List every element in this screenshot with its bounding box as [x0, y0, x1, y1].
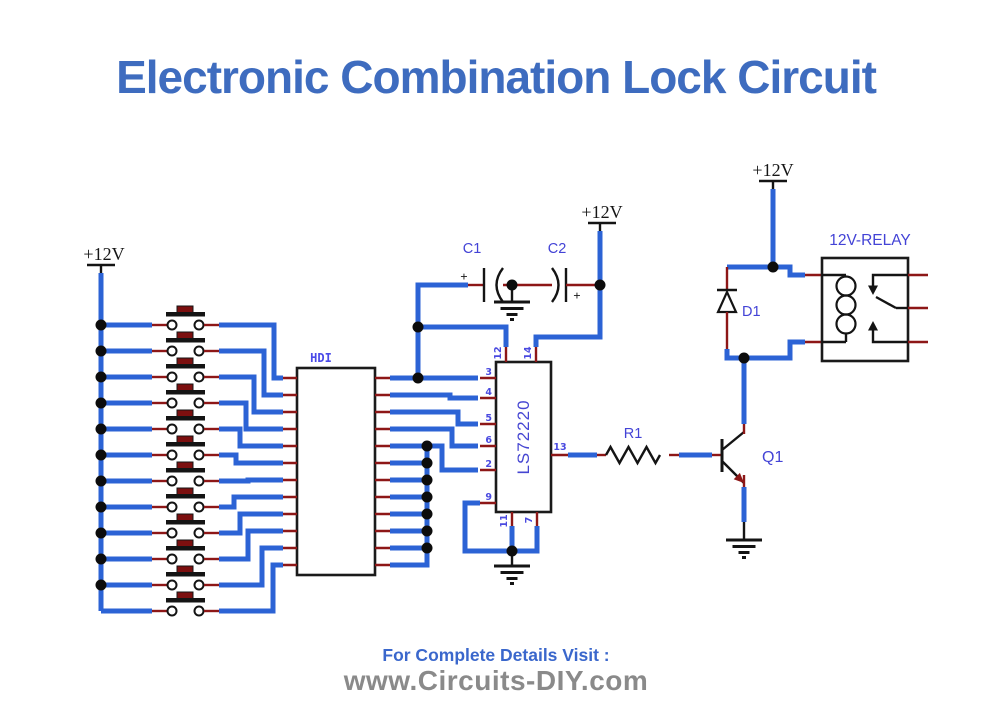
push-button-switch: [101, 528, 283, 565]
page-title: Electronic Combination Lock Circuit: [116, 51, 877, 103]
resistor-r1: R1: [597, 426, 679, 466]
decoupling-section: C1 C2 + + +12V: [415, 202, 623, 378]
push-button-switch: [101, 383, 283, 432]
transistor-q1: Q1: [720, 424, 783, 487]
ic-ground-wires: [462, 500, 540, 585]
push-button-switch: [101, 435, 283, 466]
footer-note: For Complete Details Visit :: [382, 645, 610, 665]
power-flag-middle: +12V: [581, 202, 623, 231]
keypad-switch-bank: [101, 305, 283, 617]
ground-symbol: [726, 522, 762, 559]
relay-pins-right: [908, 273, 928, 344]
pin-number: 2: [485, 459, 492, 470]
relay-section: +12V D1 12V-RELAY: [716, 160, 928, 363]
pin-number: 7: [524, 517, 535, 524]
encoder-body: [295, 366, 377, 577]
pin-number: 9: [485, 492, 492, 503]
pin-number: 11: [499, 514, 510, 527]
pin-number: 13: [553, 442, 566, 453]
power-bar-icon: [759, 179, 787, 189]
ic-body: [494, 360, 553, 514]
diode-d1: D1: [716, 267, 761, 349]
ground-symbol: [494, 290, 530, 321]
pin-number: 14: [523, 346, 534, 360]
ic-pins-top: [504, 347, 538, 362]
c1-plus-mark: +: [460, 269, 467, 284]
ic-pins-left: [480, 376, 496, 505]
push-button-switch: [101, 357, 283, 415]
push-button-switch: [101, 331, 283, 398]
push-button-switch: [101, 409, 283, 449]
pin-number: 6: [485, 435, 492, 446]
power-flag-left: +12V: [83, 244, 125, 273]
keypad-encoder-block: HDI: [283, 351, 390, 577]
footer-site: www.Circuits-DIY.com: [343, 665, 649, 696]
pin12-wire: [418, 324, 509, 347]
ic-pins-bottom: [510, 512, 539, 526]
junction-dots: [95, 261, 779, 591]
relay-12v: 12V-RELAY: [820, 232, 928, 363]
pin-number: 3: [485, 367, 492, 378]
c2-label: C2: [548, 241, 567, 257]
c2-plus-mark: +: [573, 288, 580, 303]
pin-number: 5: [485, 413, 492, 424]
pin-number: 4: [485, 387, 492, 398]
encoder-label: HDI: [310, 351, 332, 365]
c1-left-wire: [415, 282, 468, 378]
relay-label: 12V-RELAY: [829, 232, 911, 249]
diode-triangle-icon: [716, 289, 738, 314]
relay-contact-icon: [868, 273, 908, 344]
push-button-switch: [101, 562, 283, 617]
d1-label: D1: [742, 304, 761, 320]
q1-label: Q1: [762, 449, 783, 466]
power-label: +12V: [83, 244, 124, 264]
power-flag-right: +12V: [752, 160, 794, 189]
output-driver: R1 Q1: [568, 358, 783, 559]
encoder-pins-left: [283, 376, 297, 567]
relay-coil-icon: [822, 273, 857, 344]
power-label: +12V: [581, 202, 622, 222]
push-button-switch: [101, 305, 283, 381]
pin-number: 12: [493, 346, 504, 359]
encoder-pins-right: [375, 376, 390, 567]
c1-label: C1: [463, 241, 482, 257]
pin14-wire: [533, 231, 603, 347]
r1-label: R1: [624, 426, 643, 442]
relay-body: [820, 256, 910, 363]
push-button-switch: [101, 487, 283, 513]
power-bar-icon: [588, 221, 616, 231]
ic-ls72220: LS72220 12 14 3 4 5 6 2 9 13 11 7: [480, 346, 568, 528]
push-button-switch: [101, 461, 283, 487]
push-button-switch: [101, 545, 283, 591]
emitter-arrow-icon: [733, 472, 744, 483]
capacitor-c1: +: [460, 267, 504, 303]
power-label: +12V: [752, 160, 793, 180]
ic-label: LS72220: [514, 399, 533, 474]
capacitor-c2: +: [551, 267, 600, 303]
push-button-switch: [101, 511, 283, 539]
power-bar-icon: [87, 263, 115, 273]
